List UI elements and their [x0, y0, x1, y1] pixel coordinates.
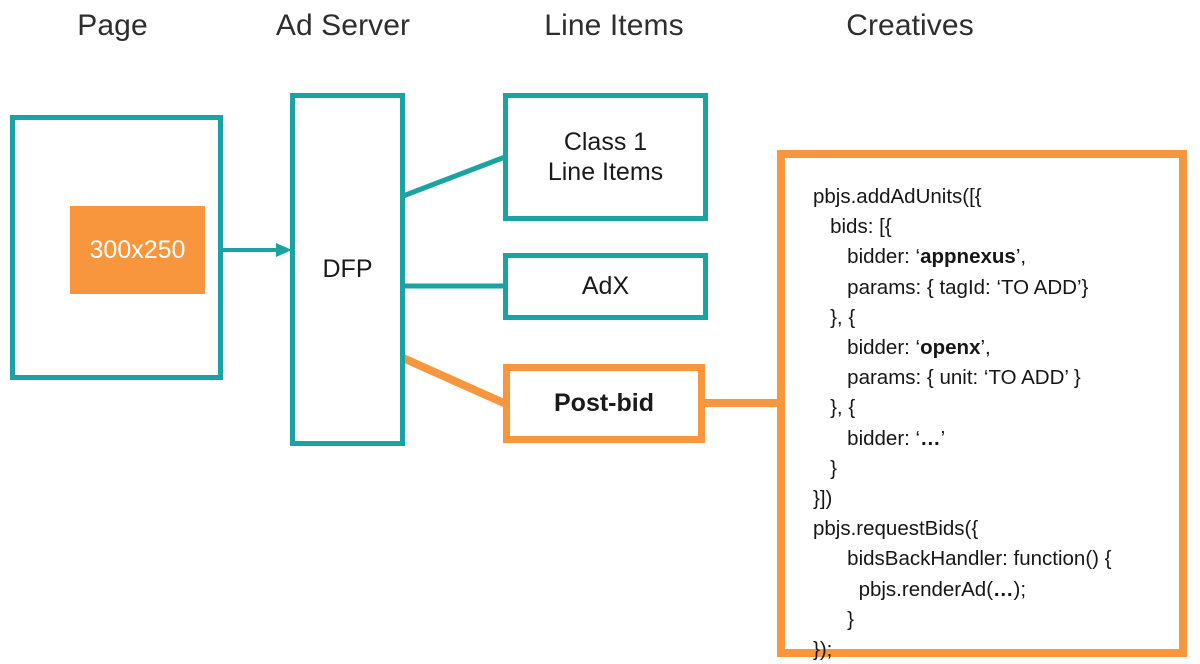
class-1-label-line1: Class 1 — [563, 127, 648, 156]
class-1-label-line2: Line Items — [547, 158, 664, 186]
code-line: bidder: ‘openx’, — [813, 336, 991, 360]
code-line: }]) — [813, 487, 833, 511]
node-dfp[interactable]: DFP — [290, 93, 405, 446]
ad-slot-300x250[interactable]: 300x250 — [70, 206, 205, 294]
code-line: }, { — [813, 305, 856, 329]
node-adx[interactable]: AdX — [503, 253, 708, 320]
code-line: }, { — [813, 396, 856, 420]
code-line: params: { unit: ‘TO ADD’ } — [813, 366, 1081, 390]
wire-dfp-to-class1 — [402, 154, 506, 199]
post-bid-label: Post-bid — [554, 389, 654, 418]
column-header-creatives: Creatives — [846, 9, 974, 42]
code-line: }); — [813, 638, 833, 662]
ad-slot-label: 300x250 — [89, 235, 186, 264]
column-header-line-items: Line Items — [544, 9, 684, 42]
code-line: bids: [{ — [813, 215, 892, 239]
code-line: bidder: ‘appnexus’, — [813, 245, 1027, 269]
code-line: pbjs.renderAd(…); — [813, 577, 1027, 601]
creative-code-block: pbjs.addAdUnits([{ bids: [{ bidder: ‘app… — [785, 158, 1179, 664]
wire-dfp-to-postbid — [401, 354, 508, 408]
column-header-ad-server: Ad Server — [275, 9, 411, 42]
code-line: } — [813, 456, 837, 480]
column-header-page: Page — [77, 9, 148, 42]
code-line: bidder: ‘…’ — [813, 426, 946, 450]
creative-code-panel[interactable]: pbjs.addAdUnits([{ bids: [{ bidder: ‘app… — [777, 150, 1187, 661]
code-line: } — [813, 607, 855, 631]
adx-label: AdX — [581, 272, 630, 301]
dfp-label: DFP — [322, 255, 373, 284]
code-line: pbjs.addAdUnits([{ — [813, 185, 982, 208]
code-line: pbjs.requestBids({ — [813, 517, 979, 541]
code-line: params: { tagId: ‘TO ADD’} — [813, 275, 1089, 299]
node-post-bid[interactable]: Post-bid — [503, 364, 705, 443]
code-line: bidsBackHandler: function() { — [813, 547, 1112, 571]
